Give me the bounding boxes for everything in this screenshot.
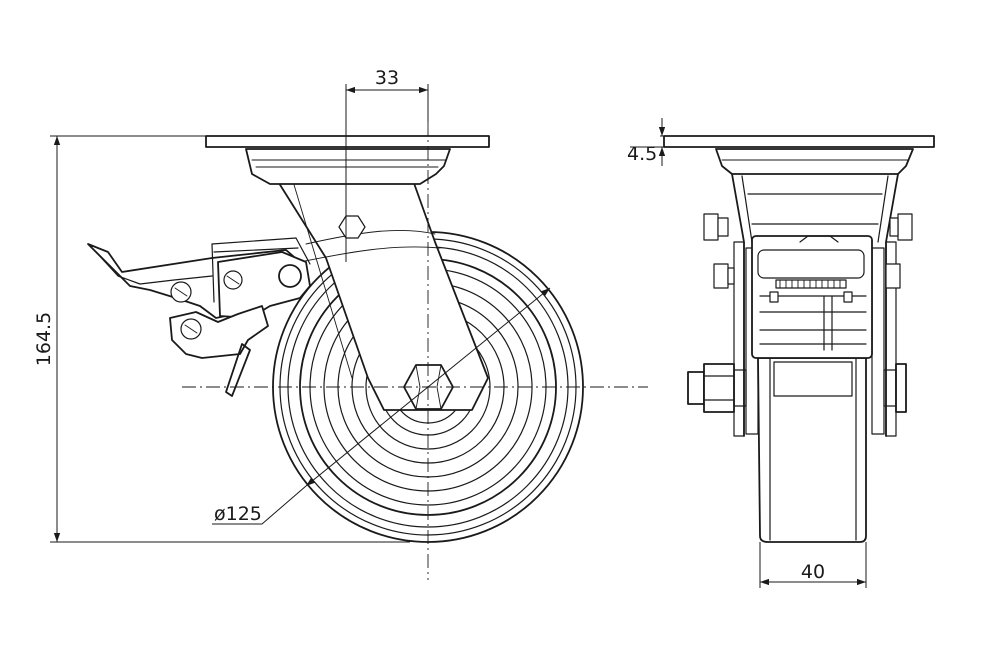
dimension-overall-height: 164.5 [33, 135, 410, 543]
front-top-plate [663, 135, 935, 175]
offset-label: 33 [375, 67, 399, 89]
wheel-width-label: 40 [801, 561, 825, 583]
dimension-wheel-diameter: ø125 [212, 287, 551, 525]
side-brake [87, 237, 311, 397]
plate-thickness-label: 4.5 [627, 143, 657, 165]
side-swivel-head [205, 135, 490, 185]
wheel-diameter-label: ø125 [214, 503, 262, 525]
overall-height-label: 164.5 [33, 312, 55, 366]
front-brake-box [751, 235, 873, 359]
front-upper-bolts [703, 213, 913, 241]
front-axle [687, 363, 907, 413]
dimension-offset: 33 [345, 67, 429, 262]
front-middle-bolts [713, 263, 901, 289]
dimension-plate-thickness: 4.5 [627, 118, 666, 166]
side-view: 33 164.5 ø125 [33, 67, 648, 580]
front-wheel [757, 357, 867, 543]
front-view: 4.5 40 [627, 118, 935, 588]
dimension-wheel-width: 40 [759, 542, 867, 588]
